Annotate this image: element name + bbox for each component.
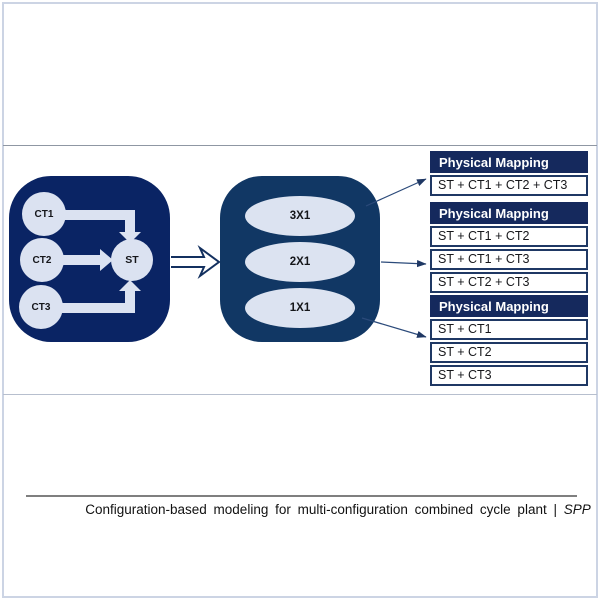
node-ct3-label: CT3: [31, 301, 51, 313]
node-ct1: CT1: [22, 192, 66, 236]
mapping-row: ST + CT2 + CT3: [430, 272, 588, 293]
option-3x1: 3X1: [245, 196, 355, 236]
mapping-table-header: Physical Mapping: [430, 151, 588, 173]
option-2x1-label: 2X1: [289, 256, 311, 268]
mapping-table-header: Physical Mapping: [430, 295, 588, 317]
mapping-row: ST + CT2: [430, 342, 588, 363]
node-ct3: CT3: [19, 285, 63, 329]
mapping-table-1x1: Physical Mapping ST + CT1 ST + CT2 ST + …: [430, 295, 588, 386]
option-2x1: 2X1: [245, 242, 355, 282]
connector-2x1-to-table2: [380, 260, 427, 268]
section-separator-bottom: [3, 394, 597, 395]
node-ct2-label: CT2: [32, 254, 52, 266]
caption-separator: |: [553, 502, 557, 517]
mapping-row: ST + CT1 + CT3: [430, 249, 588, 270]
option-1x1-label: 1X1: [289, 302, 311, 314]
transform-arrow-icon: [171, 244, 221, 280]
option-3x1-label: 3X1: [289, 210, 311, 222]
slide-caption: Configuration-based modeling for multi-c…: [58, 502, 600, 517]
mapping-row: ST + CT1 + CT2 + CT3: [430, 175, 588, 196]
caption-suffix: SPP: [563, 502, 591, 517]
mapping-row: ST + CT3: [430, 365, 588, 386]
mapping-row: ST + CT1: [430, 319, 588, 340]
caption-rule: [26, 495, 577, 497]
node-ct1-label: CT1: [34, 208, 54, 220]
mapping-table-2x1: Physical Mapping ST + CT1 + CT2 ST + CT1…: [430, 202, 588, 293]
node-st: ST: [111, 239, 153, 281]
mapping-row: ST + CT1 + CT2: [430, 226, 588, 247]
node-ct2: CT2: [20, 238, 64, 282]
node-st-label: ST: [125, 254, 139, 266]
section-separator-top: [3, 145, 597, 146]
option-1x1: 1X1: [245, 288, 355, 328]
mapping-table-3x1: Physical Mapping ST + CT1 + CT2 + CT3: [430, 151, 588, 196]
caption-text: Configuration-based modeling for multi-c…: [85, 502, 547, 517]
mapping-table-header: Physical Mapping: [430, 202, 588, 224]
